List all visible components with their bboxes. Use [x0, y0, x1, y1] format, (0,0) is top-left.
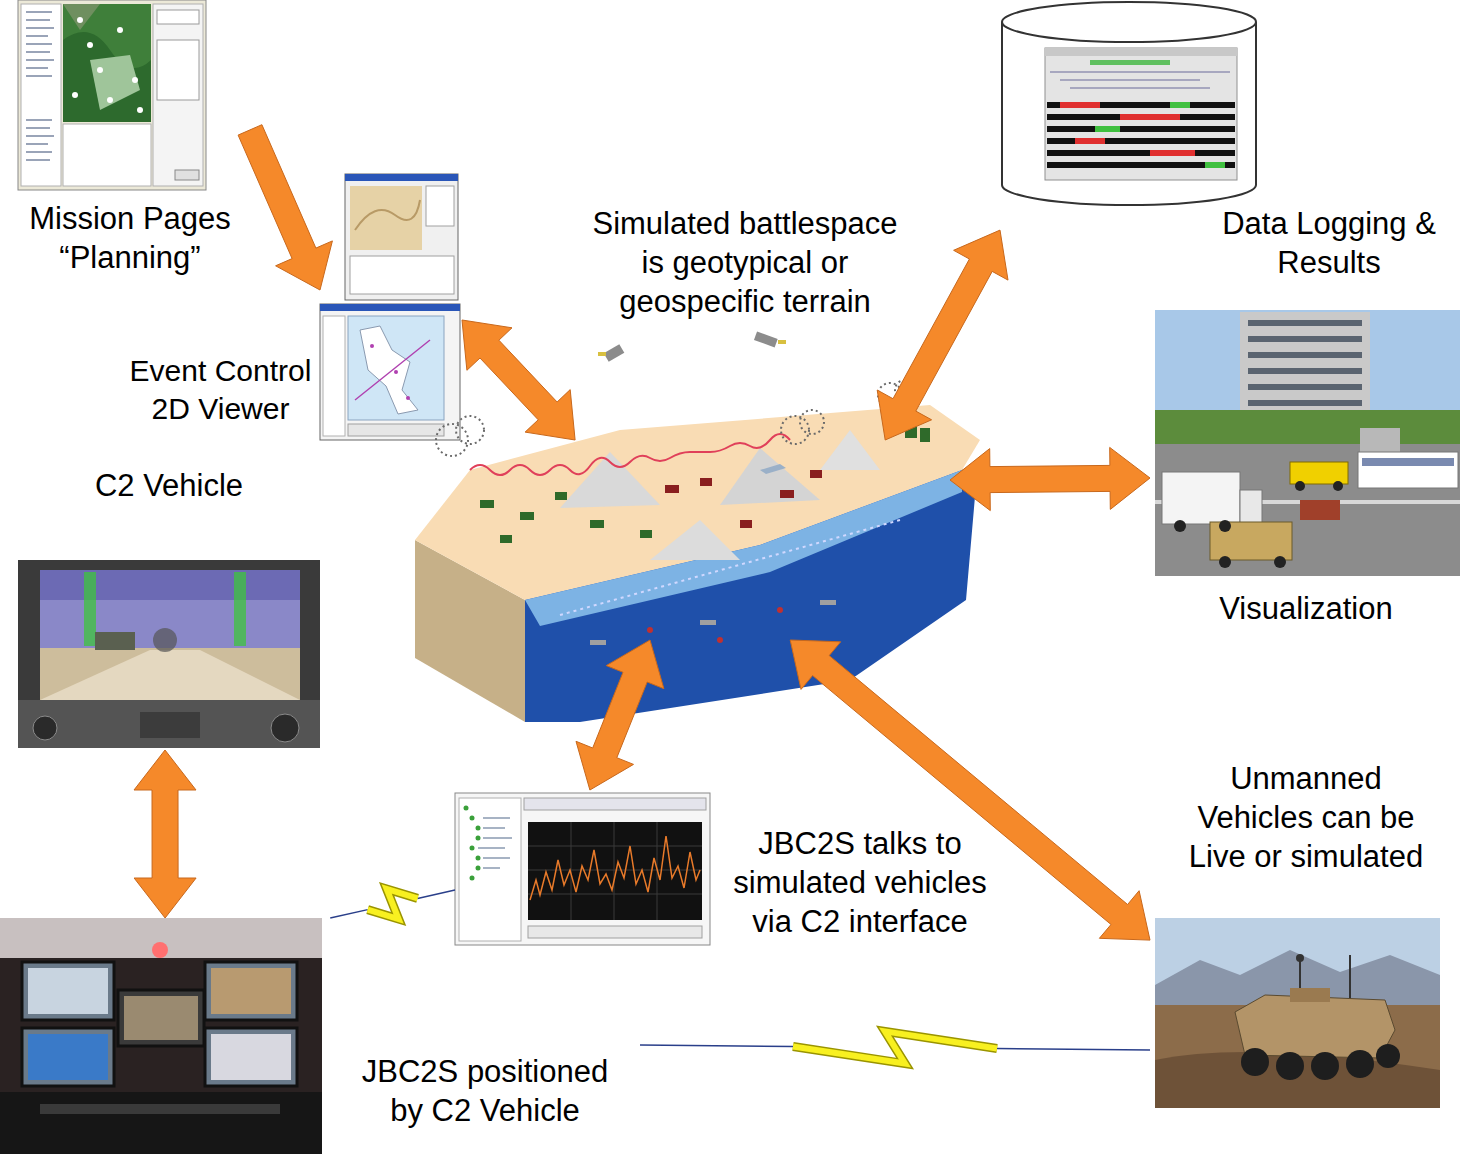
c2-vehicle-interior — [0, 918, 322, 1154]
text-slot: JBC2S positioned by C2 Vehicle — [350, 1053, 620, 1131]
text-slot: C2 Vehicle — [15, 467, 323, 506]
picture-node: JBC2S positioned by C2 Vehicle — [0, 918, 640, 1154]
c2-vehicle-view — [18, 560, 320, 748]
event-control-screenshot — [320, 174, 460, 440]
bolt — [368, 889, 418, 919]
double-arrow — [134, 750, 196, 918]
text-slot: Data Logging & Results — [1200, 205, 1458, 283]
visualization-scene — [1155, 310, 1460, 576]
node-label: JBC2S positioned by C2 Vehicle — [350, 1053, 620, 1131]
radio-link — [330, 889, 455, 919]
arrow-shape — [134, 750, 196, 918]
bolt-outline — [793, 1031, 997, 1063]
picture-node: C2 Vehicle — [15, 465, 323, 750]
database-cylinder — [1002, 2, 1256, 205]
node-label: Simulated battlespace is geotypical or g… — [580, 205, 910, 321]
node-label: Event Control 2D Viewer — [128, 352, 313, 427]
double-arrow — [462, 320, 575, 440]
radio-link — [640, 1031, 1150, 1063]
bolt-outline — [368, 889, 418, 919]
node-label: Visualization — [1150, 590, 1462, 629]
picture-node: Data Logging & Results — [1000, 0, 1458, 292]
link-line — [997, 1048, 1150, 1050]
text-slot: Mission Pages “Planning” — [10, 200, 250, 278]
picture-node: Event Control 2D Viewer — [320, 172, 462, 442]
battlespace-terrain — [415, 331, 980, 722]
bolt — [793, 1031, 997, 1063]
picture-node: Unmanned Vehicles can be Live or simulat… — [1150, 755, 1462, 1113]
jbc2s-screenshot — [455, 793, 710, 945]
node-label: JBC2S talks to simulated vehicles via C2… — [725, 825, 995, 941]
arrow-shape — [576, 640, 664, 790]
double-arrow — [877, 230, 1008, 440]
arrow-shape — [877, 230, 1008, 440]
text-slot: Unmanned Vehicles can be Live or simulat… — [1176, 760, 1436, 876]
text-slot: Simulated battlespace is geotypical or g… — [580, 205, 910, 321]
text-slot: JBC2S talks to simulated vehicles via C2… — [725, 825, 995, 941]
picture-node: Mission Pages “Planning” — [10, 0, 250, 292]
mission-screenshot — [18, 0, 206, 190]
node-label: Unmanned Vehicles can be Live or simulat… — [1176, 760, 1436, 876]
double-arrow — [576, 640, 664, 790]
node-label: Mission Pages “Planning” — [10, 200, 250, 278]
arrow-shape — [950, 447, 1150, 510]
arrow-shape — [462, 320, 575, 440]
double-arrow — [238, 125, 332, 290]
text-slot: Visualization — [1150, 590, 1462, 629]
arrow-shape — [238, 125, 332, 290]
node-label: Data Logging & Results — [1200, 205, 1458, 283]
picture-node: Visualization — [1150, 308, 1462, 638]
link-line — [418, 890, 455, 898]
unmanned-vehicle-photo — [1155, 918, 1440, 1108]
link-line — [640, 1045, 793, 1047]
picture-node: JBC2S talks to simulated vehicles via C2… — [455, 790, 1010, 985]
text-slot: Event Control 2D Viewer — [128, 352, 313, 427]
link-line — [330, 910, 367, 918]
node-label: C2 Vehicle — [15, 467, 323, 506]
double-arrow — [950, 447, 1150, 510]
picture-node: Simulated battlespace is geotypical or g… — [470, 440, 950, 640]
